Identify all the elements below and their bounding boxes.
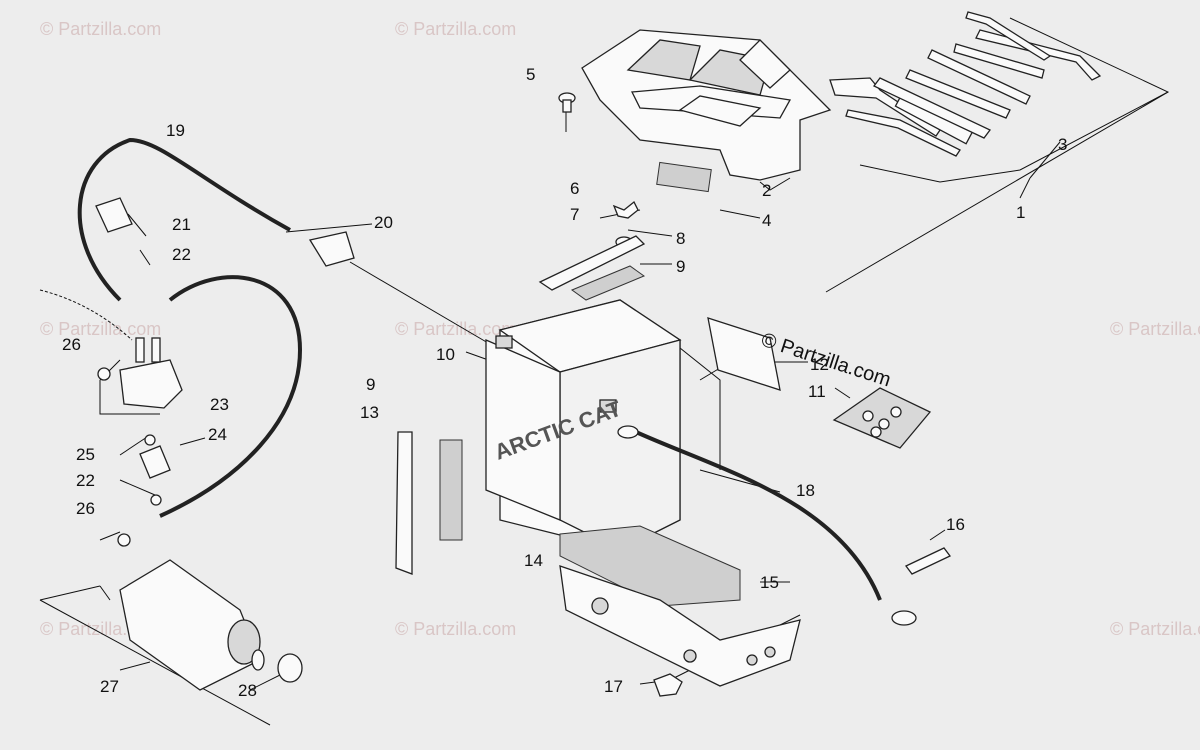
- callout-24: 24: [208, 425, 227, 444]
- callout-20: 20: [374, 213, 393, 232]
- o-ring-28: [277, 653, 303, 683]
- callout-18: 18: [796, 481, 815, 500]
- callout-21: 21: [172, 215, 191, 234]
- watermark: © Partzilla.com: [40, 319, 161, 339]
- battery-cable-18: [635, 430, 882, 601]
- callout-22-lower: 22: [76, 471, 95, 490]
- foam-pad-14: [559, 525, 741, 607]
- watermark: © Partzilla.com: [395, 619, 516, 639]
- watermark: © Partzilla.com: [1110, 319, 1200, 339]
- cable-23: [159, 275, 303, 518]
- callout-1: 1: [1016, 203, 1025, 222]
- watermark: © Partzilla.com: [40, 19, 161, 39]
- callout-17: 17: [604, 677, 623, 696]
- callout-15: 15: [760, 573, 779, 592]
- screw-16: [905, 547, 951, 575]
- callout-9: 9: [676, 257, 685, 276]
- callout-26-lower: 26: [76, 499, 95, 518]
- boot-21: [95, 197, 133, 233]
- callout-4: 4: [762, 211, 771, 230]
- callout-16: 16: [946, 515, 965, 534]
- screw-26b: [117, 533, 131, 547]
- foam-pad-9: [570, 265, 646, 301]
- callout-19: 19: [166, 121, 185, 140]
- callout-22: 22: [172, 245, 191, 264]
- callout-14: 14: [524, 551, 543, 570]
- callout-26: 26: [62, 335, 81, 354]
- hold-down-strap-8: [538, 235, 646, 291]
- callout-28: 28: [238, 681, 257, 700]
- watermark: © Partzilla.com: [395, 19, 516, 39]
- battery-tray-15: [559, 565, 801, 687]
- callout-12: 12: [810, 355, 829, 374]
- foam-strip-9: [439, 439, 463, 541]
- tool-kit: [829, 11, 1102, 157]
- battery-10: ARCTIC CAT: [485, 299, 682, 551]
- callout-7: 7: [570, 205, 579, 224]
- callout-11: 11: [808, 382, 826, 401]
- callout-23: 23: [210, 395, 229, 414]
- callout-2: 2: [762, 181, 771, 200]
- cable-19: [77, 137, 291, 302]
- callout-5: 5: [526, 65, 535, 84]
- solenoid-25: [39, 289, 183, 409]
- flange-nut-17: [653, 673, 683, 697]
- watermark: © Partzilla.com: [395, 319, 516, 339]
- callout-27: 27: [100, 677, 119, 696]
- screw-5: [558, 92, 576, 113]
- boot-24: [139, 445, 171, 479]
- bracket-13: [395, 431, 413, 575]
- decal-12: [707, 317, 781, 391]
- boot-20: [308, 231, 355, 267]
- screw-26: [97, 367, 111, 381]
- hardware-kit-11: [832, 387, 932, 449]
- callout-9-strip: 9: [366, 375, 375, 394]
- callout-13: 13: [360, 403, 379, 422]
- nut-22b: [150, 494, 162, 506]
- callout-labels: 1 2 3 4 5 6 7 8 9 9 10 11 12 13 14 15 16…: [62, 65, 1067, 700]
- callout-6: 6: [570, 179, 579, 198]
- callout-8: 8: [676, 229, 685, 248]
- starter-motor-27: [119, 559, 265, 691]
- callout-10: 10: [436, 345, 455, 364]
- callout-25: 25: [76, 445, 95, 464]
- nut-22: [144, 434, 156, 446]
- tool-tray: [581, 29, 832, 181]
- watermark: © Partzilla.com: [1110, 619, 1200, 639]
- callout-3: 3: [1058, 135, 1067, 154]
- foam-pad-4: [656, 161, 712, 193]
